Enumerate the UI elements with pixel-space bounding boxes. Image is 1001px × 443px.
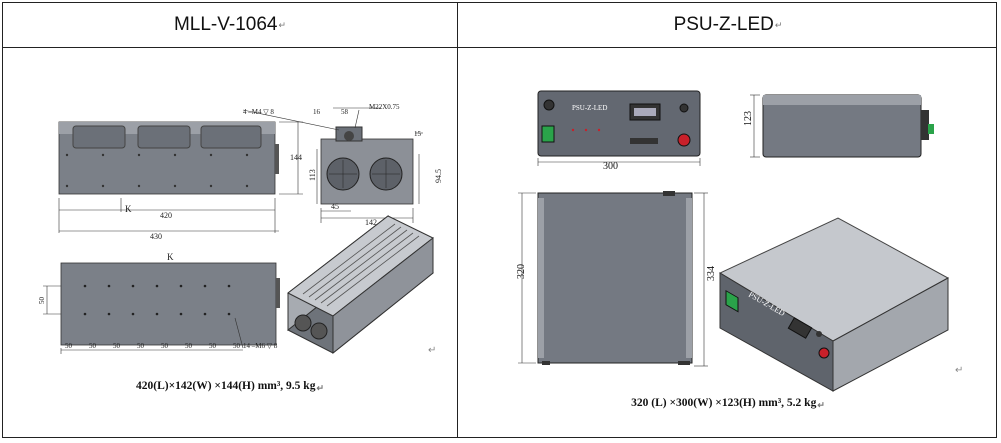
dim-123: 123 — [743, 111, 754, 126]
dim-430: 430 — [150, 232, 162, 241]
psu-front-label: PSU-Z-LED — [572, 104, 607, 112]
column-divider — [457, 3, 458, 437]
header-cell-right: PSU-Z-LED↵ — [458, 3, 998, 47]
return-mark: ↵ — [955, 365, 964, 376]
dim-m22: M22X0.75 — [369, 103, 400, 111]
dim-15: 15 — [414, 130, 422, 138]
dim-spacing: 50 — [137, 342, 145, 350]
psu-top-view — [537, 191, 693, 365]
laser-side-view — [58, 121, 279, 195]
view-label-k-bottom: K — [167, 252, 174, 262]
dim-144: 144 — [290, 153, 302, 162]
mll-spec-text: 420(L)×142(W) ×144(H) mm³, 9.5 kg — [136, 380, 316, 392]
dim-4-m4: 4 –M4 ▽ 8 — [243, 108, 274, 116]
dim-334: 334 — [706, 266, 717, 281]
dim-300: 300 — [603, 161, 618, 172]
dim-spacing: 50 — [65, 342, 73, 350]
psu-spec-caption: 320 (L) ×300(W) ×123(H) mm³, 5.2 kg↵ — [458, 397, 998, 411]
return-mark: ↵ — [774, 19, 783, 30]
dim-420: 420 — [160, 211, 172, 220]
dim-spacing: 50 — [113, 342, 121, 350]
dim-16: 16 — [313, 108, 321, 116]
dim-113: 113 — [308, 169, 317, 181]
dim-spacing: 50 — [89, 342, 97, 350]
return-mark: ↵ — [278, 19, 287, 30]
psu-iso-view: PSU-Z-LED — [718, 217, 950, 392]
dim-94-5: 94.5 — [434, 169, 443, 183]
laser-drawings: 420 430 144 K 142 — [38, 103, 443, 355]
return-mark: ↵ — [316, 383, 324, 393]
dim-50-vertical: 50 — [38, 297, 46, 305]
dim-14-m6: 14 –M6 ▽ 8 — [243, 342, 278, 350]
dim-spacing: 50 — [233, 342, 241, 350]
spec-table: MLL-V-1064↵ PSU-Z-LED↵ — [2, 2, 997, 438]
view-label-k: K — [125, 204, 132, 214]
model-title-mll: MLL-V-1064 — [173, 14, 278, 35]
dim-320: 320 — [516, 264, 527, 279]
header-divider — [3, 47, 996, 48]
laser-bottom-view — [60, 262, 280, 346]
return-mark: ↵ — [428, 345, 437, 356]
psu-drawings: PSU-Z-LED 300 123 — [516, 90, 950, 392]
laser-end-view — [320, 126, 414, 205]
dim-spacing: 50 — [161, 342, 169, 350]
psu-front-view: PSU-Z-LED — [537, 90, 701, 157]
dim-45: 45 — [331, 202, 339, 211]
dim-58: 58 — [341, 108, 349, 116]
dim-spacing: 50 — [185, 342, 193, 350]
header-cell-left: MLL-V-1064↵ — [3, 3, 457, 47]
dim-spacing: 50 — [209, 342, 217, 350]
mll-spec-caption: 420(L)×142(W) ×144(H) mm³, 9.5 kg↵ — [3, 380, 457, 394]
model-title-psu: PSU-Z-LED — [673, 14, 774, 35]
laser-iso-view — [287, 214, 434, 355]
dim-142: 142 — [365, 218, 377, 227]
psu-side-view — [762, 94, 934, 158]
psu-spec-text: 320 (L) ×300(W) ×123(H) mm³, 5.2 kg — [631, 397, 817, 409]
return-mark: ↵ — [817, 400, 825, 410]
